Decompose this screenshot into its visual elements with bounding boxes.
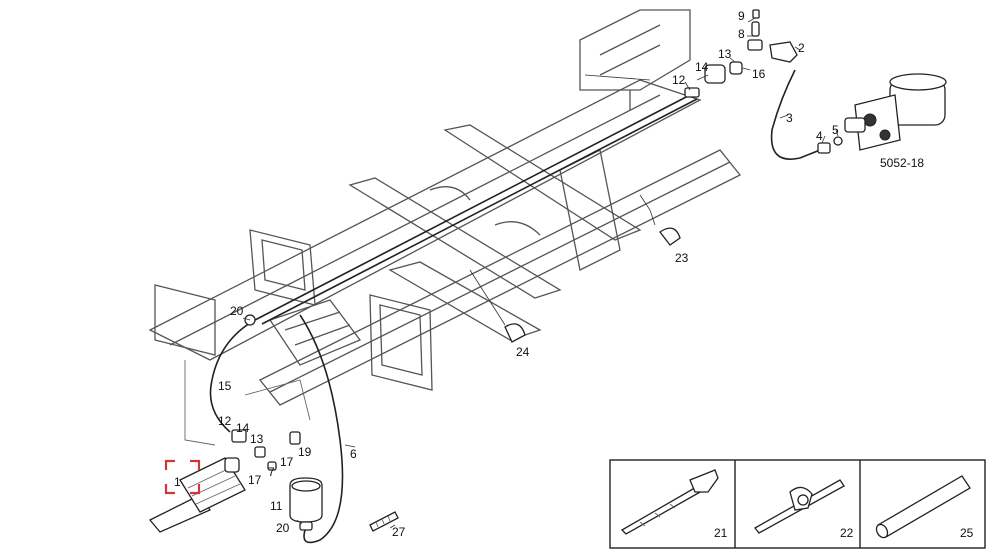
callout-4[interactable]: 4 [816,129,823,143]
callout-1[interactable]: 1 [174,475,181,489]
detail-label-25: 25 [960,526,974,540]
detail-panels: 21 22 25 [609,459,986,549]
detail-panel-22[interactable]: 22 [754,479,854,540]
detail-label-22: 22 [840,526,854,540]
line-clips [504,227,681,343]
callout-24[interactable]: 24 [516,345,530,359]
callout-9[interactable]: 9 [738,9,745,23]
diagram-reference: 5052-18 [880,156,924,170]
detail-panel-25[interactable]: 25 [874,475,974,540]
chassis-frame [148,9,742,446]
callouts: 1 2 3 4 5 6 7 8 9 11 12 12 13 13 14 14 1… [174,9,839,539]
clutch-slave-cylinder [148,314,301,533]
callout-14b[interactable]: 14 [236,421,250,435]
hydraulic-lines [209,69,821,544]
callout-17b[interactable]: 17 [248,473,262,487]
callout-20b[interactable]: 20 [276,521,290,535]
callout-23[interactable]: 23 [675,251,689,265]
detail-label-21: 21 [714,526,728,540]
callout-17a[interactable]: 17 [280,455,294,469]
callout-19[interactable]: 19 [298,445,312,459]
callout-15[interactable]: 15 [218,379,232,393]
callout-16[interactable]: 16 [752,67,766,81]
callout-6[interactable]: 6 [350,447,357,461]
callout-11[interactable]: 11 [270,499,283,513]
callout-13a[interactable]: 13 [718,47,732,61]
callout-8[interactable]: 8 [738,27,745,41]
callout-14a[interactable]: 14 [695,60,709,74]
callout-27[interactable]: 27 [392,525,406,539]
fluid-reservoir [289,477,323,531]
callout-20a[interactable]: 20 [230,304,244,318]
clutch-master-cylinder [844,73,947,151]
leader-lines [242,17,839,529]
callout-2[interactable]: 2 [798,41,805,55]
callout-7[interactable]: 7 [268,465,275,479]
callout-12a[interactable]: 12 [672,73,686,87]
callout-12b[interactable]: 12 [218,414,232,428]
top-fittings [684,9,843,154]
selected-callout-marker [164,459,201,495]
detail-panel-21[interactable]: 21 [620,469,728,540]
callout-5[interactable]: 5 [832,123,839,137]
callout-3[interactable]: 3 [786,111,793,125]
callout-13b[interactable]: 13 [250,432,264,446]
cable-tie [369,511,399,532]
